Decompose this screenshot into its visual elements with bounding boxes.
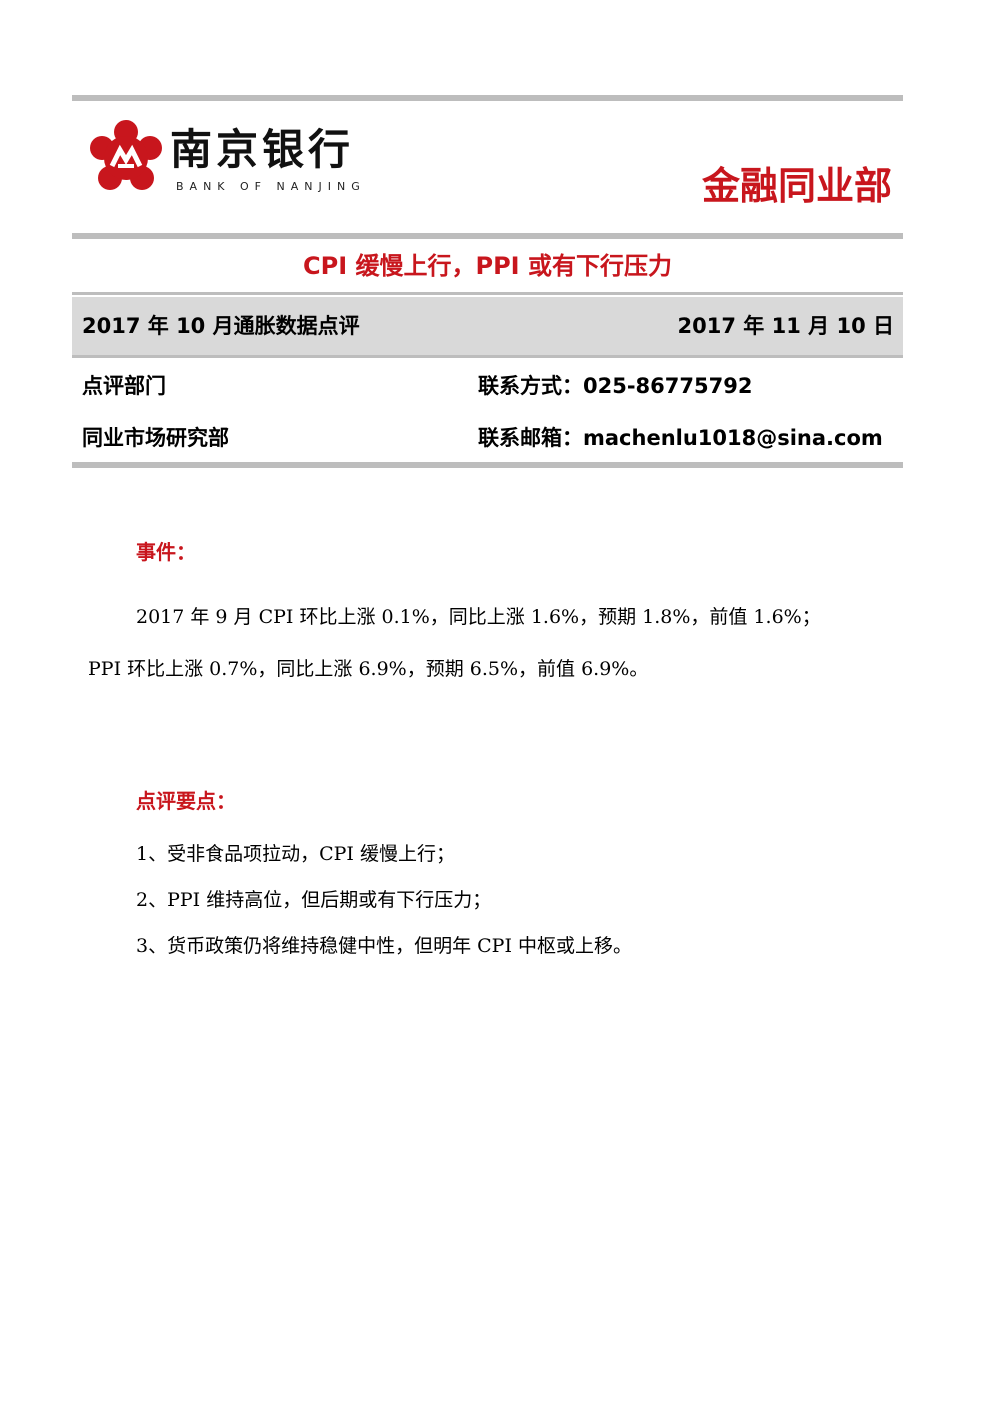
report-title: CPI 缓慢上行，PPI 或有下行压力 [303,252,672,280]
event-heading: 事件： [136,540,196,564]
key-points-heading: 点评要点： [136,789,236,813]
review-dept-value: 同业市场研究部 [82,426,229,450]
info-divider [72,462,903,468]
report-date: 2017 年 11 月 10 日 [677,314,894,338]
event-line-2: PPI 环比上涨 0.7%，同比上涨 6.9%，预期 6.5%，前值 6.9%。 [88,658,649,680]
event-line-1: 2017 年 9 月 CPI 环比上涨 0.1%，同比上涨 1.6%，预期 1.… [136,606,821,628]
bank-name-en: BANK OF NANJING [176,180,366,193]
header-divider [72,233,903,239]
bank-logo [88,120,348,200]
bank-of-nanjing-logo-icon [90,120,162,190]
bank-name-cn: 南京银行 [170,125,355,174]
department-name: 金融同业部 [701,164,892,208]
subtitle-band [72,297,903,355]
report-subtitle: 2017 年 10 月通胀数据点评 [82,314,360,338]
key-point-item: 2、PPI 维持高位，但后期或有下行压力； [136,889,492,911]
contact-phone: 联系方式：025-86775792 [478,374,753,398]
key-point-item: 3、货币政策仍将维持稳健中性，但明年 CPI 中枢或上移。 [136,935,632,957]
contact-email: 联系邮箱：machenlu1018@sina.com [478,426,883,450]
band-top-divider [72,292,903,295]
review-dept-label: 点评部门 [82,374,166,398]
band-bottom-divider [72,355,903,358]
top-divider [72,95,903,101]
key-point-item: 1、受非食品项拉动，CPI 缓慢上行； [136,843,455,865]
